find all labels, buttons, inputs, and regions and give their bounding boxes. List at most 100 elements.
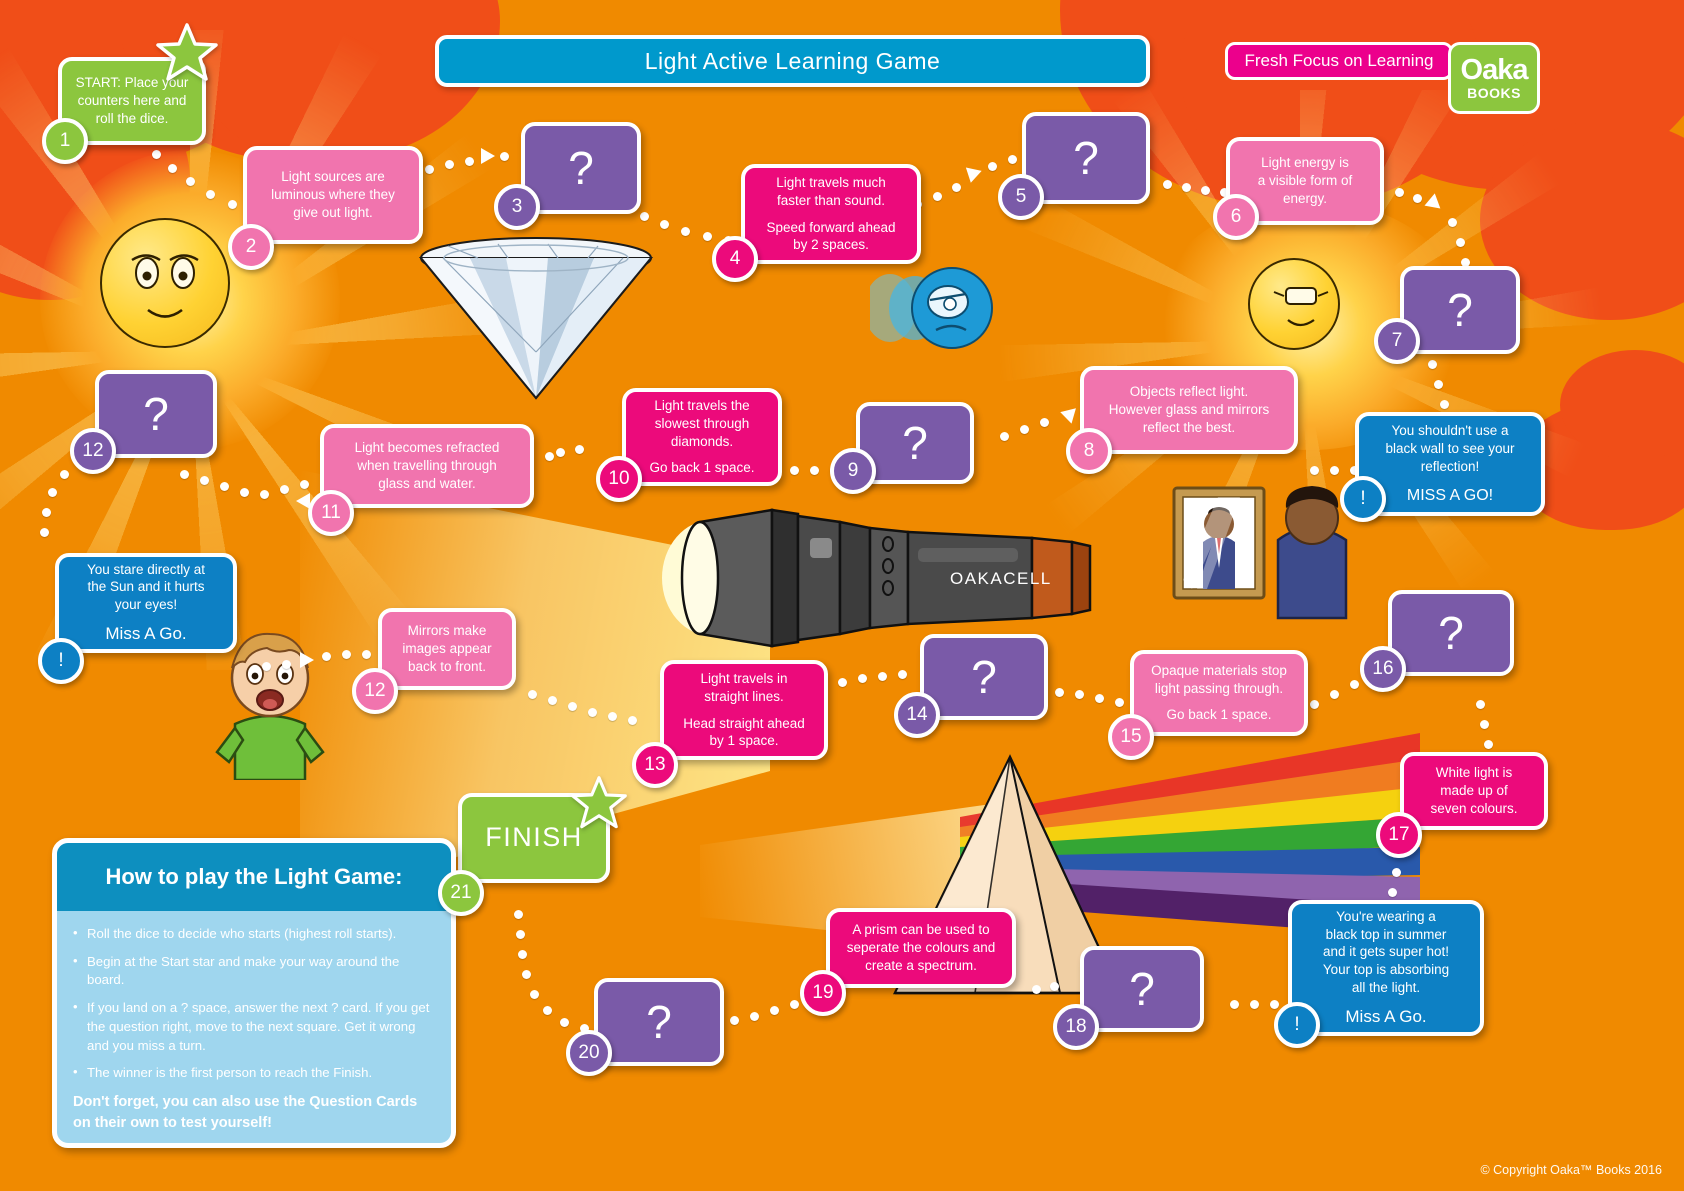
space-2-fact-card[interactable]: Light sources are luminous where they gi…	[243, 146, 423, 244]
logo-subtitle: BOOKS	[1467, 85, 1521, 101]
space-15-action-card[interactable]: Opaque materials stop light passing thro…	[1130, 650, 1308, 736]
title-text: Light Active Learning Game	[644, 47, 941, 74]
space-8-fact-card[interactable]: Objects reflect light. However glass and…	[1080, 366, 1298, 454]
space-13-action-2: by 1 space.	[709, 733, 779, 749]
space-12-badge[interactable]: 12	[70, 428, 116, 474]
space-11-fact-card[interactable]: Light becomes refracted when travelling …	[320, 424, 534, 508]
space-6-line-2: a visible form of	[1257, 173, 1353, 189]
space-3-badge[interactable]: 3	[494, 184, 540, 230]
space-6-badge[interactable]: 6	[1213, 194, 1259, 240]
path-dot	[1250, 1000, 1259, 1009]
space-13-number: 13	[644, 754, 666, 775]
space-5-question-card[interactable]: ?	[1022, 112, 1150, 204]
penalty-2-line-1: You stare directly at	[86, 561, 206, 577]
path-arrow	[965, 163, 985, 183]
space-15-badge[interactable]: 15	[1108, 714, 1154, 760]
space-18-badge[interactable]: 18	[1053, 1004, 1099, 1050]
path-dot	[790, 1000, 799, 1009]
prism-illustration	[760, 725, 1420, 1005]
penalty-2-badge[interactable]: !	[38, 638, 84, 684]
boy-character	[205, 620, 335, 782]
space-15-line-1: Opaque materials stop	[1151, 662, 1287, 678]
space-16-badge[interactable]: 16	[1360, 646, 1406, 692]
path-dot	[180, 470, 189, 479]
space-4-badge[interactable]: 4	[712, 236, 758, 282]
how-to-play-note: Don't forget, you can also use the Quest…	[73, 1094, 418, 1132]
penalty-1-symbol: !	[1360, 488, 1366, 509]
penalty-1-line-1: You shouldn't use a	[1391, 423, 1509, 439]
space-4-action-1: Speed forward ahead	[766, 219, 896, 235]
space-12m-badge[interactable]: 12	[352, 668, 398, 714]
path-dot	[1270, 1000, 1279, 1009]
space-14-number: 14	[906, 704, 928, 725]
space-17-fact-card[interactable]: White light is made up of seven colours.	[1400, 752, 1548, 830]
background-blob	[1560, 350, 1684, 460]
space-10-badge[interactable]: 10	[596, 456, 642, 502]
penalty-card-sun[interactable]: You stare directly at the Sun and it hur…	[55, 553, 237, 653]
penalty-card-reflection[interactable]: You shouldn't use a black wall to see yo…	[1355, 412, 1545, 516]
space-14-badge[interactable]: 14	[894, 692, 940, 738]
penalty-card-black-top[interactable]: You're wearing a black top in summer and…	[1288, 900, 1484, 1036]
space-20-badge[interactable]: 20	[566, 1030, 612, 1076]
space-13-badge[interactable]: 13	[632, 742, 678, 788]
space-19-line-2: seperate the colours and	[846, 940, 996, 956]
space-21-finish-card[interactable]: FINISH	[458, 793, 610, 883]
space-2-line-1: Light sources are	[281, 169, 385, 185]
space-21-badge[interactable]: 21	[438, 870, 484, 916]
space-4-line-2: faster than sound.	[776, 192, 886, 208]
space-17-badge[interactable]: 17	[1376, 812, 1422, 858]
space-1-badge[interactable]: 1	[42, 118, 88, 164]
space-2-line-3: give out light.	[293, 204, 373, 220]
space-9-badge[interactable]: 9	[830, 448, 876, 494]
tagline-text: Fresh Focus on Learning	[1244, 51, 1434, 70]
space-19-fact-card[interactable]: A prism can be used to seperate the colo…	[826, 908, 1016, 988]
how-to-play-body: Roll the dice to decide who starts (high…	[57, 911, 451, 1143]
path-dot	[1480, 720, 1489, 729]
space-14-question-card[interactable]: ?	[920, 634, 1048, 720]
path-dot	[1050, 982, 1059, 991]
space-11-badge[interactable]: 11	[308, 490, 354, 536]
path-dot	[568, 702, 577, 711]
space-19-badge[interactable]: 19	[800, 970, 846, 1016]
space-9-number: 9	[847, 460, 859, 481]
space-4-action-card[interactable]: Light travels much faster than sound. Sp…	[741, 164, 921, 264]
start-line-1: START: Place your	[75, 75, 189, 91]
space-12-mirrors-card[interactable]: Mirrors make images appear back to front…	[378, 608, 516, 690]
path-dot	[1163, 180, 1172, 189]
space-3-question-card[interactable]: ?	[521, 122, 641, 214]
path-dot	[220, 482, 229, 491]
moon-character	[864, 258, 1025, 358]
penalty-1-badge[interactable]: !	[1340, 476, 1386, 522]
space-12-question-card[interactable]: ?	[95, 370, 217, 458]
space-9-question-card[interactable]: ?	[856, 402, 974, 484]
space-18-question-mark: ?	[1129, 962, 1155, 1015]
space-20-question-card[interactable]: ?	[594, 978, 724, 1066]
path-dot	[750, 1012, 759, 1021]
path-dot	[48, 488, 57, 497]
space-8-line-1: Objects reflect light.	[1129, 384, 1249, 400]
space-16-question-card[interactable]: ?	[1388, 590, 1514, 676]
space-7-number: 7	[1391, 330, 1403, 351]
path-dot	[730, 1016, 739, 1025]
space-10-action-card[interactable]: Light travels the slowest through diamon…	[622, 388, 782, 486]
path-dot	[522, 970, 531, 979]
space-5-badge[interactable]: 5	[998, 174, 1044, 220]
path-dot	[514, 910, 523, 919]
space-2-badge[interactable]: 2	[228, 224, 274, 270]
penalty-3-badge[interactable]: !	[1274, 1002, 1320, 1048]
path-dot	[500, 152, 509, 161]
space-7-question-card[interactable]: ?	[1400, 266, 1520, 354]
path-dot	[1395, 188, 1404, 197]
space-18-question-card[interactable]: ?	[1080, 946, 1204, 1032]
path-dot	[516, 930, 525, 939]
space-7-badge[interactable]: 7	[1374, 318, 1420, 364]
space-13-action-card[interactable]: Light travels in straight lines. Head st…	[660, 660, 828, 760]
penalty-1-line-3: reflection!	[1420, 458, 1480, 474]
list-item: If you land on a ? space, answer the nex…	[73, 998, 435, 1055]
path-dot	[206, 190, 215, 199]
space-15-line-2: light passing through.	[1154, 680, 1284, 696]
space-8-badge[interactable]: 8	[1066, 428, 1112, 474]
path-dot	[810, 466, 819, 475]
path-dot	[838, 678, 847, 687]
path-dot	[1095, 694, 1104, 703]
